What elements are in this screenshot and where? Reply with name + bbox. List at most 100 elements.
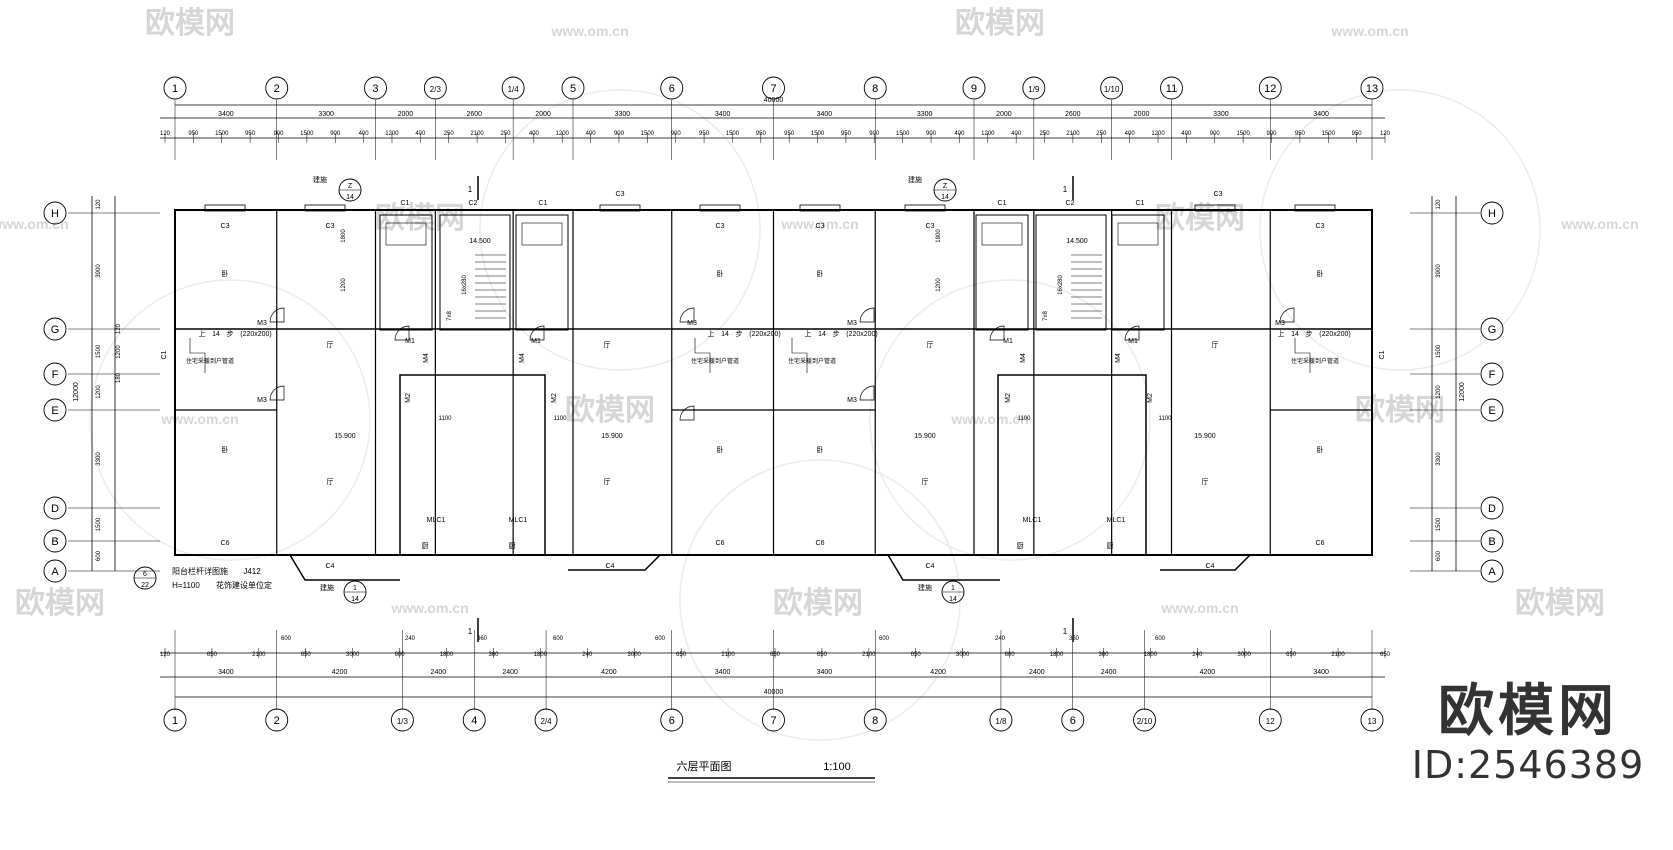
- left-axis-label: E: [51, 405, 58, 417]
- window-label-c3: C3: [926, 223, 935, 230]
- bottom-axis-bubble: [1061, 708, 1085, 732]
- top-axis-label: 13: [1366, 83, 1378, 95]
- top-bay-dim: 3300: [318, 111, 334, 118]
- door-label-m1: M1: [1003, 338, 1013, 345]
- top-axis-label: 9: [971, 83, 977, 95]
- top-bay-dim: 2000: [996, 111, 1012, 118]
- door-label-m4: M4: [1020, 353, 1027, 363]
- door-swing: [269, 307, 285, 323]
- top-detail-dim: 950: [245, 131, 256, 137]
- window-label-c4: C4: [1206, 563, 1215, 570]
- duct-step-count: 14: [212, 331, 220, 338]
- top-axis-bubble: [1258, 76, 1282, 100]
- bathtub: [1117, 222, 1159, 246]
- kitchen-dim: 1100: [1159, 416, 1173, 422]
- top-detail-dim: 950: [841, 131, 852, 137]
- left-total-depth: 12000: [73, 382, 80, 402]
- bottom-detail-dim: 650: [1380, 652, 1391, 658]
- top-detail-dim: 1200: [556, 131, 570, 137]
- left-outer-dim: 3900: [96, 264, 102, 278]
- top-axis-label: 6: [669, 83, 675, 95]
- window-label-c4: C4: [926, 563, 935, 570]
- top-axis-label: 8: [872, 83, 878, 95]
- room-label-living: 厅: [927, 341, 934, 349]
- bottom-bay-dim: 2400: [431, 669, 447, 676]
- top-axis-label: 3: [372, 83, 378, 95]
- top-detail-dim: 400: [529, 131, 540, 137]
- room-label-bedroom: 卧: [717, 446, 724, 454]
- left-outer-dim: 1500: [96, 517, 102, 531]
- door-label-m2: M2: [1147, 393, 1154, 403]
- bottom-detail-dim: 650: [207, 652, 218, 658]
- bottom-detail-dim: 2100: [252, 652, 266, 658]
- window-label-c6: C6: [221, 540, 230, 547]
- bottom-axis-bubble: [462, 708, 486, 732]
- top-detail-dim: 120: [1380, 131, 1391, 137]
- top-detail-dim: 1200: [385, 131, 399, 137]
- duct-step-label: 步: [227, 330, 234, 338]
- top-detail-dim: 900: [330, 131, 341, 137]
- duct-step-count: 14: [721, 331, 729, 338]
- room-label-kitchen: 厨: [1017, 542, 1024, 550]
- right-axis-bubble: [1480, 201, 1504, 225]
- bottom-axis-bubble: [265, 708, 289, 732]
- room-label-living: 厅: [1202, 478, 1209, 486]
- bottom-bay-dim: 4200: [601, 669, 617, 676]
- bottom-overall-dim: 40000: [764, 689, 784, 696]
- window-mark: [599, 204, 641, 212]
- top-axis-bubble: [1100, 76, 1124, 100]
- top-axis-label: 1/9: [1028, 85, 1040, 94]
- room-elevation: 15.900: [1194, 433, 1216, 440]
- balcony-height: H=1100: [172, 581, 200, 590]
- bottom-upper-dim: 600: [1155, 636, 1166, 642]
- top-axis-label: 11: [1166, 83, 1177, 95]
- window-mark: [204, 204, 246, 212]
- right-axis-bubble: [1480, 529, 1504, 553]
- left-inner-dim: 120: [116, 323, 122, 334]
- watermark-brand-mark: 欧模网: [773, 587, 863, 620]
- bottom-axis-bubble: [390, 708, 414, 732]
- room-label-bedroom: 卧: [817, 446, 824, 454]
- right-total-depth: 12000: [1459, 382, 1466, 402]
- window-label-c1: C1: [998, 200, 1007, 207]
- watermark-url: www.om.cn: [780, 216, 858, 232]
- stair-run-2: 7x8: [447, 311, 453, 321]
- top-detail-dim: 1500: [641, 131, 655, 137]
- door-swing: [679, 307, 695, 323]
- top-detail-dim: 400: [359, 131, 370, 137]
- left-axis-bubble: [43, 559, 67, 583]
- top-axis-bubble: [265, 76, 289, 100]
- watermark-ring: [869, 279, 1151, 561]
- duct-riser: [694, 338, 711, 373]
- left-axis-label: H: [51, 208, 59, 220]
- duct-note: 住宅采暖到户管道: [691, 357, 739, 365]
- bottom-detail-dim: 240: [1192, 652, 1203, 658]
- bathtub: [981, 222, 1023, 246]
- bottom-detail-dim: 650: [301, 652, 312, 658]
- room-label-bedroom: 卧: [1317, 270, 1324, 278]
- door-swing: [269, 385, 285, 401]
- window-label-c4: C4: [326, 563, 335, 570]
- window-label-c3: C3: [1214, 191, 1223, 198]
- window-label-c1: C1: [1136, 200, 1145, 207]
- watermark-brand-mark: 欧模网: [565, 394, 655, 427]
- watermark-brand-mark: 欧模网: [1155, 202, 1245, 235]
- top-detail-dim: 900: [1210, 131, 1221, 137]
- stair-run: 16x280: [462, 274, 468, 294]
- watermark-id: ID:2546389: [1411, 743, 1645, 787]
- right-dim: 120: [1436, 199, 1442, 210]
- door-label-m3: M3: [687, 320, 697, 327]
- right-axis-bubble: [1480, 317, 1504, 341]
- door-swing: [859, 385, 875, 401]
- bottom-detail-dim: 2100: [1331, 652, 1345, 658]
- top-detail-dim: 2100: [1066, 131, 1080, 137]
- detail-ref-bottom: 14: [941, 194, 949, 201]
- bottom-detail-dim: 1800: [1144, 652, 1158, 658]
- detail-ref-bottom: 14: [346, 194, 354, 201]
- door-swing: [859, 307, 875, 323]
- top-bay-dim: 3300: [917, 111, 933, 118]
- watermark-brand-block: 欧模网 ID:2546389: [1408, 682, 1648, 788]
- top-axis-bubble: [364, 76, 387, 100]
- kitchen-dim: 1100: [554, 416, 568, 422]
- top-bay-dim: 3300: [1213, 111, 1229, 118]
